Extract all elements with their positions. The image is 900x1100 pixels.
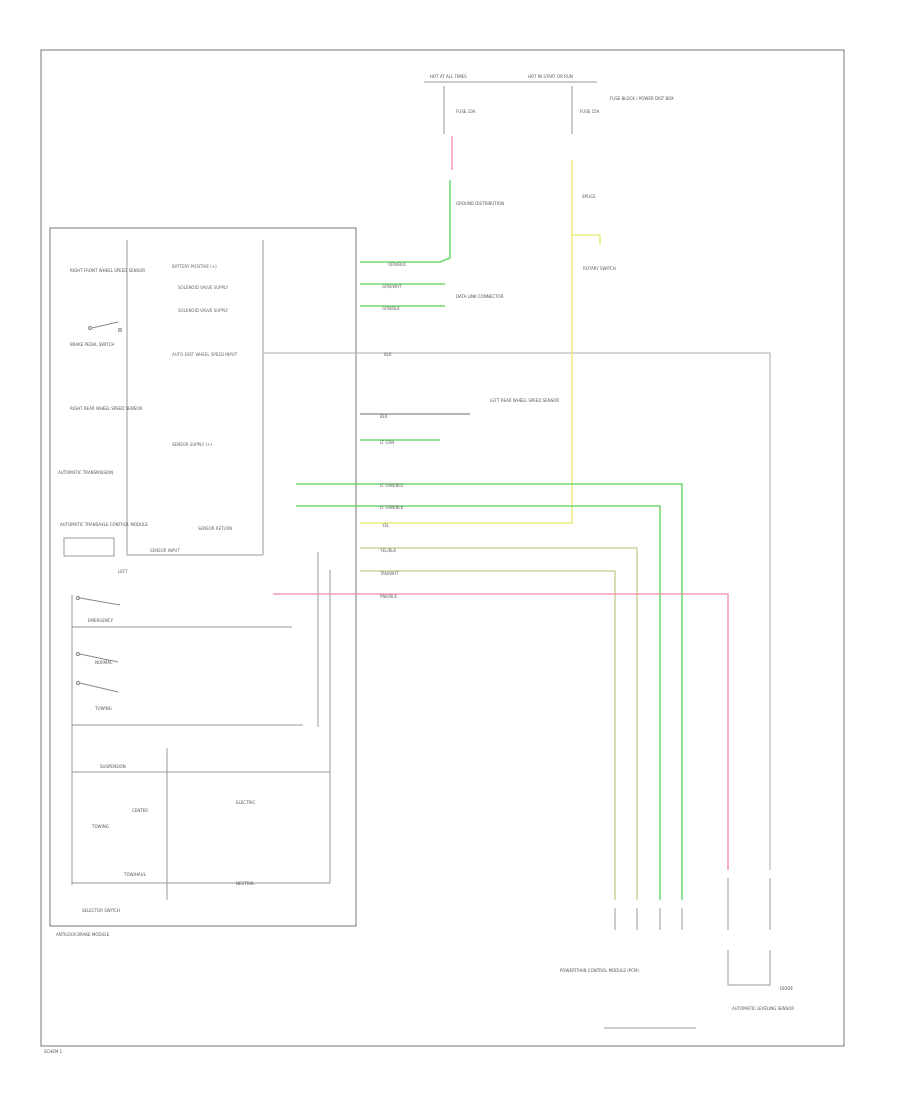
pin-label: SOLENOID VALVE SUPPLY [178,308,229,313]
fuse-left: FUSE 10A [456,109,476,114]
wire-label: YEL/BLK [379,548,397,553]
tcm-box [63,537,115,557]
block-label-rr-sensor: RIGHT REAR WHEEL SPEED SENSOR [70,406,142,411]
module-box [49,227,357,927]
wire-label: BLK [380,414,388,419]
selector-neutral: NEUTRAL [236,881,255,886]
selector-center: CENTER [132,808,148,813]
source-left: HOT AT ALL TIMES [430,74,467,79]
lamp-note: LEFT REAR WHEEL SPEED SENSOR [490,398,559,403]
source-right: HOT IN START OR RUN [528,74,573,79]
wire-label: LT GRN/BLU [380,483,403,488]
selector-normal: NORMAL [95,660,113,665]
page-label: SCHEM 1 [44,1049,63,1054]
wire-label: LT GRN/BLK [380,505,404,510]
block-label-brake-switch: BRAKE PEDAL SWITCH [70,342,114,347]
module-label: ANTILOCK BRAKE MODULE [56,932,110,937]
wire-label: TAN/WHT [379,571,399,576]
switch-icon [76,596,121,606]
selector-switch-label: SELECTOR SWITCH [82,908,120,913]
wire-label: GRN/WHT [382,284,402,289]
pin-label: SENSOR RETURN [198,526,232,531]
wire-bundle [263,136,771,900]
block-label-tcm: AUTOMATIC TRANSAXLE CONTROL MODULE [60,522,148,527]
bottom-connector [604,878,771,1029]
block-label-rf-sensor: RIGHT FRONT WHEEL SPEED SENSOR [70,268,145,273]
datalink-note: DATA LINK CONNECTOR [456,294,504,299]
pin-label: SENSOR SUPPLY (+) [172,442,212,447]
block-label-auto-trans: AUTOMATIC TRANSMISSION [58,470,113,475]
selector-suspension: SUSPENSION [100,764,126,769]
selector-emergency: EMERGENCY [88,618,114,623]
wire-label: ORN/BLK [388,262,406,267]
wire-label: BLK [384,352,392,357]
page-frame [40,49,845,1047]
pin-label: AUTO-DIST WHEEL SPEED INPUT [172,352,238,357]
diode-label: DIODE [780,986,793,991]
selector-left: LEFT [118,569,128,574]
splice-note: SPLICE [582,194,596,199]
source-note: FUSE BLOCK / POWER DIST BOX [610,96,674,101]
wire-label: GRN/BLK [382,306,400,311]
pin-label: SOLENOID VALVE SUPPLY [178,285,229,290]
wire-label: PNK/BLK [380,594,397,599]
pin-label: BATTERY POSITIVE (+) [172,264,217,269]
selector-towhaul: TOW/HAUL [123,872,147,877]
leveling-label: AUTOMATIC LEVELING SENSOR [732,1006,794,1011]
selector-towing-2: TOWING [91,824,109,829]
switch-icon [76,652,119,663]
pcm-label: POWERTRAIN CONTROL MODULE (PCM) [560,968,639,973]
ground-note: GROUND DISTRIBUTION [456,201,504,206]
wire-label: LT GRN [380,440,394,445]
connector-note: ROTARY SWITCH [583,266,616,271]
fuse-right: FUSE 15A [580,109,600,114]
switch-icon [88,321,122,332]
wire-label: YEL [381,523,390,528]
pin-label: SENSOR INPUT [150,548,180,553]
switch-icon [76,681,119,693]
selector-towing: TOWING [94,706,112,711]
selector-electric: ELECTRIC [236,800,255,805]
